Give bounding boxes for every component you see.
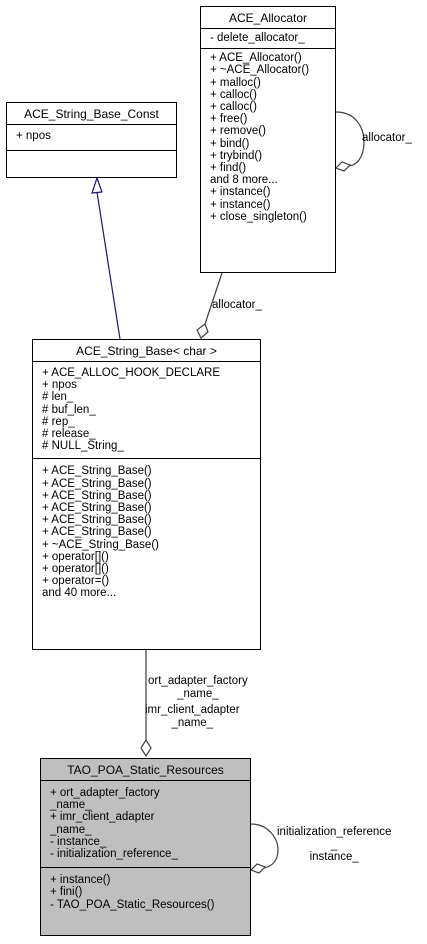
attribute: + npos	[42, 379, 77, 392]
attribute: # buf_len_	[42, 403, 96, 416]
allocator-association-edge	[204, 272, 223, 325]
static-resources-self-edge	[250, 823, 279, 869]
class-ace-allocator[interactable]: ACE_Allocator - delete_allocator_ + ACE_…	[200, 6, 336, 273]
method: + ACE_Allocator()	[210, 52, 302, 65]
allocator-self-diamond	[334, 161, 352, 172]
class-title: TAO_POA_Static_Resources	[41, 759, 250, 781]
attributes-section: + ACE_ALLOC_HOOK_DECLARE + npos # len_ #…	[33, 362, 260, 460]
class-ace-string-base[interactable]: ACE_String_Base< char > + ACE_ALLOC_HOOK…	[32, 339, 261, 650]
edge-label-line: imr_client_adapter	[145, 704, 240, 716]
method: + instance()	[50, 874, 111, 887]
method: + close_singleton()	[210, 210, 307, 223]
class-title: ACE_String_Base< char >	[33, 340, 260, 362]
attribute: # release_	[42, 428, 96, 441]
method: + bind()	[210, 137, 250, 150]
method: + ACE_String_Base()	[42, 514, 152, 527]
method: + operator=()	[42, 575, 110, 588]
method: + ~ACE_String_Base()	[42, 538, 159, 551]
edge-label-line: initialization_reference	[277, 826, 392, 838]
class-title: ACE_String_Base_Const	[7, 103, 176, 125]
methods-section	[7, 151, 176, 171]
edge-label-ort-adapter-factory-name: ort_adapter_factory _name_	[148, 675, 248, 700]
method: + ACE_String_Base()	[42, 477, 152, 490]
inheritance-edge	[96, 191, 121, 340]
method: + calloc()	[210, 88, 257, 101]
method: + ACE_String_Base()	[42, 502, 152, 515]
method: + fini()	[50, 886, 83, 899]
attributes-section: - delete_allocator_	[201, 29, 335, 50]
method: + ~ACE_Allocator()	[210, 64, 310, 77]
methods-section: + ACE_Allocator() + ~ACE_Allocator() + m…	[201, 49, 335, 227]
edge-label-line: ort_adapter_factory	[148, 675, 248, 687]
method: + instance()	[210, 198, 271, 211]
method: + ACE_String_Base()	[42, 489, 152, 502]
attribute: # rep_	[42, 415, 75, 428]
edge-label-line: _name_	[171, 716, 214, 729]
edge-label-initialization-reference-instance: initialization_reference _ instance_	[277, 826, 391, 864]
methods-section: + ACE_String_Base() + ACE_String_Base() …	[33, 459, 260, 603]
method: + ACE_String_Base()	[42, 526, 152, 539]
attribute: - initialization_reference_	[50, 848, 178, 861]
method: + operator[]()	[42, 550, 109, 563]
method: + operator[]()	[42, 563, 109, 576]
attribute: + npos	[16, 130, 51, 142]
method: - TAO_POA_Static_Resources()	[50, 898, 215, 911]
attribute: # len_	[42, 391, 74, 404]
method: + malloc()	[210, 76, 261, 89]
attribute: - instance_	[50, 835, 107, 848]
attribute: - delete_allocator_	[210, 32, 305, 44]
method: and 8 more...	[210, 174, 278, 187]
method: + ACE_String_Base()	[42, 465, 152, 478]
edge-label-line: _	[331, 838, 338, 851]
attribute: _name_	[50, 799, 92, 812]
allocator-self-edge	[335, 111, 365, 167]
inheritance-arrowhead	[91, 176, 103, 194]
attributes-section: + ort_adapter_factory _name_ + imr_clien…	[41, 781, 250, 869]
attributes-section: + npos	[7, 125, 176, 152]
attribute: + ACE_ALLOC_HOOK_DECLARE	[42, 367, 221, 379]
method: + instance()	[210, 186, 271, 199]
attribute: + ort_adapter_factory	[50, 787, 160, 799]
method: + find()	[210, 162, 247, 175]
attribute: + imr_client_adapter	[50, 811, 155, 824]
class-title: ACE_Allocator	[201, 7, 335, 29]
allocator-aggregation-diamond	[196, 323, 209, 339]
class-tao-poa-static-resources[interactable]: TAO_POA_Static_Resources + ort_adapter_f…	[40, 758, 251, 936]
class-ace-string-base-const[interactable]: ACE_String_Base_Const + npos	[6, 102, 177, 178]
edge-label-line: _name_	[177, 687, 219, 700]
method: + remove()	[210, 125, 266, 138]
string-base-aggregation-diamond	[140, 738, 152, 758]
methods-section: + instance() + fini() - TAO_POA_Static_R…	[41, 868, 250, 915]
edge-label-line: instance_	[309, 851, 359, 863]
method: + trybind()	[210, 149, 263, 162]
attribute: _name_	[50, 823, 92, 836]
static-resources-self-diamond	[249, 863, 267, 874]
attribute: # NULL_String_	[42, 440, 124, 453]
edge-label-allocator-self: allocator_	[362, 132, 412, 144]
method: and 40 more...	[42, 587, 117, 600]
method: + calloc()	[210, 101, 257, 114]
edge-label-imr-client-adapter-name: imr_client_adapter _name_	[145, 704, 240, 729]
edge-label-allocator: allocator_	[212, 299, 262, 311]
method: + free()	[210, 113, 248, 126]
